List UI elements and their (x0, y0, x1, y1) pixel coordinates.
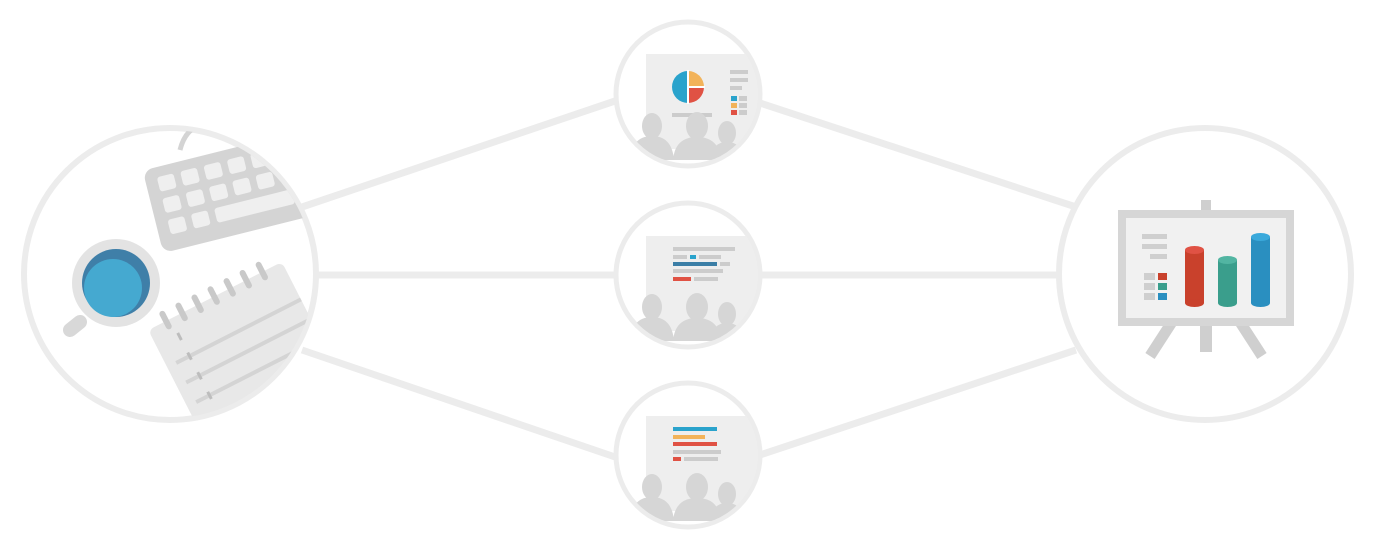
bar-chart-icon (1185, 233, 1270, 307)
board-text-lines (1142, 234, 1167, 259)
pie-chart-icon (672, 70, 705, 104)
node-bar-chart-easel (1056, 125, 1354, 423)
node-workspace (21, 125, 319, 423)
connector-lines (300, 96, 1078, 462)
edge-list-to-easel (758, 346, 1078, 459)
node-list-presentation (613, 380, 763, 530)
keyboard-cable (177, 130, 201, 151)
board-legend (1144, 273, 1167, 300)
notepad-icon (150, 261, 314, 418)
audience-icon (630, 473, 744, 521)
audience-icon (630, 112, 744, 160)
edge-workspace-to-list (300, 346, 620, 462)
edge-workspace-to-pie (300, 96, 620, 211)
node-text-presentation (613, 200, 763, 350)
coffee-cup-icon (63, 239, 160, 337)
node-pie-chart-presentation (613, 19, 763, 169)
edge-pie-to-easel (758, 99, 1078, 211)
